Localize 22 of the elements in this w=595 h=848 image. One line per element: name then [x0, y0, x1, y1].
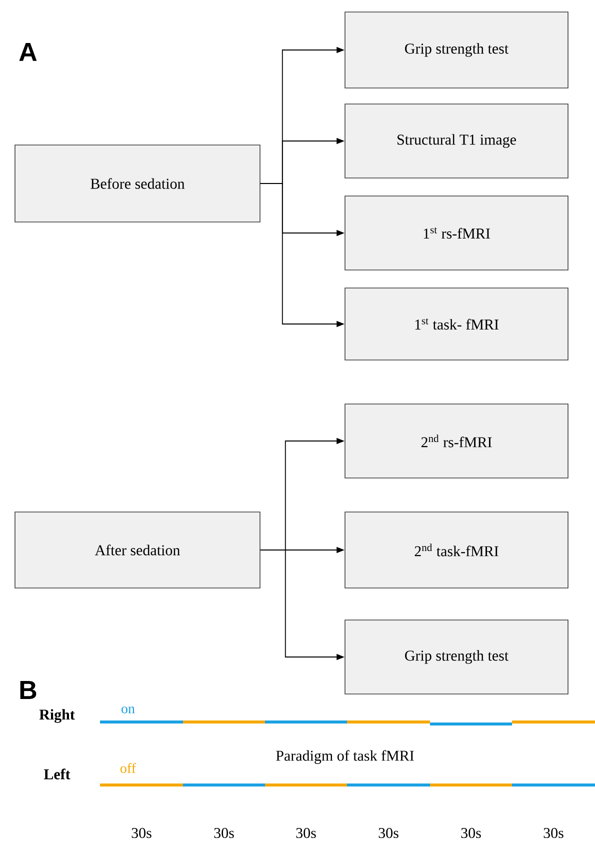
- row-label: Left: [44, 768, 70, 780]
- panel-letter: A: [19, 43, 37, 61]
- process-box: 1$^{st}$ task- fMRI: [344, 288, 568, 360]
- duration-label: 30s: [461, 828, 481, 838]
- process-box: 1$^{st}$ rs-fMRI: [344, 196, 568, 270]
- process-box: 2$^{nd}$ task-fMRI: [344, 512, 568, 588]
- duration-label: 30s: [132, 828, 152, 838]
- state-label: on: [122, 706, 135, 714]
- row-label: Right: [39, 709, 75, 723]
- panel-letter: B: [20, 681, 36, 699]
- chart-title: Paradigm of task fMRI: [276, 750, 414, 764]
- process-box: Grip strength test: [344, 12, 568, 88]
- process-box: 2$^{nd}$ rs-fMRI: [344, 404, 568, 478]
- process-box: After sedation: [14, 512, 260, 588]
- duration-label: 30s: [214, 828, 234, 838]
- process-box: Grip strength test: [344, 620, 568, 694]
- process-box: Structural T1 image: [344, 104, 568, 178]
- duration-label: 30s: [378, 828, 398, 838]
- duration-label: 30s: [544, 828, 564, 838]
- process-box: Before sedation: [14, 144, 260, 222]
- duration-label: 30s: [296, 828, 316, 838]
- state-label: off: [120, 763, 136, 773]
